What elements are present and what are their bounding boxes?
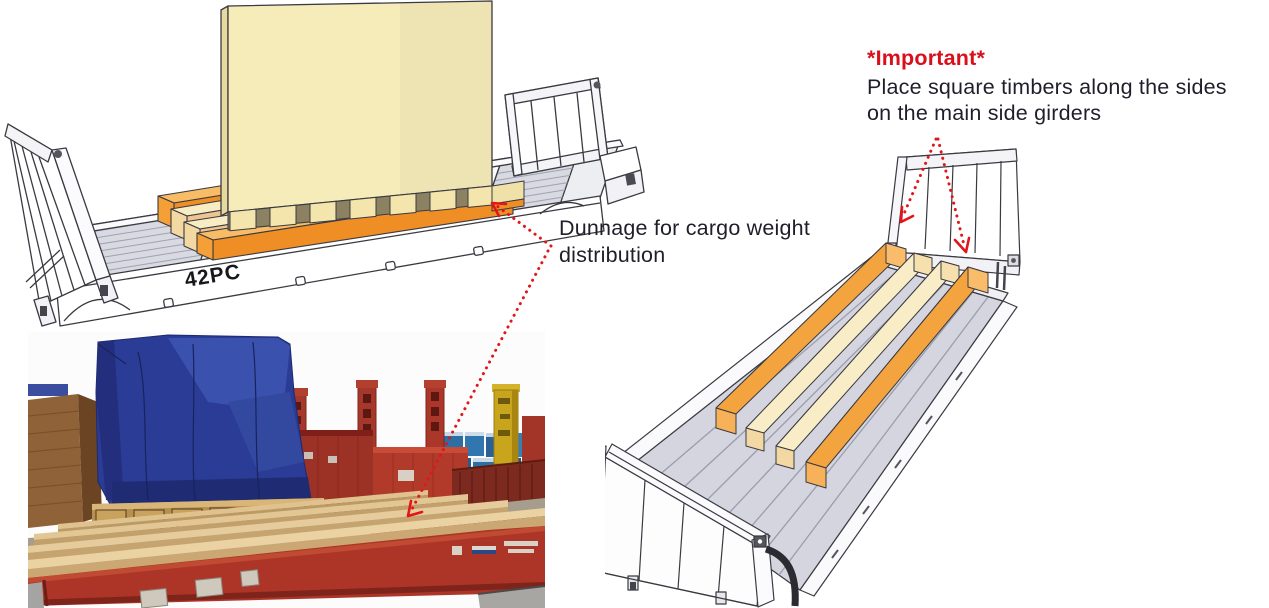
important-note-title: *Important*: [867, 46, 986, 70]
ground-left: [28, 582, 44, 608]
timber-tan-1: [745, 252, 933, 452]
blue-tarp-cargo: [95, 334, 313, 513]
important-note-line2: on the main side girders: [867, 101, 1102, 125]
important-note: *Important* Place square timbers along t…: [867, 45, 1227, 127]
side-girder-right: [799, 300, 1018, 597]
side-girder-timbers: [715, 242, 989, 489]
dunnage-note-line2: distribution: [559, 242, 666, 267]
important-note-line1: Place square timbers along the sides: [867, 74, 1227, 99]
diagram-flatrack-perspective: [605, 148, 1021, 608]
cargo-crate: [220, 0, 493, 217]
perspective-end-wall-near: [605, 443, 775, 608]
photo-flatrack-side: [28, 526, 545, 608]
flatrack-side-wall: 42PC: [55, 195, 605, 327]
flatrack-end-wall-right: [504, 77, 645, 205]
photo-dunnage-timbers: [28, 490, 545, 587]
csc-plates: [139, 569, 260, 608]
timber-orange-left: [715, 242, 907, 435]
timber-tan-2: [775, 260, 960, 470]
flatrack-end-wall-left: [4, 123, 119, 327]
wooden-crate: [28, 384, 102, 528]
photo-flatrack-dunnage: [28, 332, 545, 608]
yellow-corner-post: [492, 384, 520, 465]
container-markings: [452, 541, 538, 555]
dunnage-note: Dunnage for cargo weight distribution: [559, 215, 810, 268]
ground-right: [477, 585, 545, 608]
crate-pallet-base: [227, 180, 525, 232]
corner-casting-arc: [764, 545, 799, 607]
timber-orange-right: [805, 266, 989, 489]
diagram-flatrack-side-view: 42PC: [4, 0, 645, 327]
dunnage-note-line1: Dunnage for cargo weight: [559, 216, 811, 240]
